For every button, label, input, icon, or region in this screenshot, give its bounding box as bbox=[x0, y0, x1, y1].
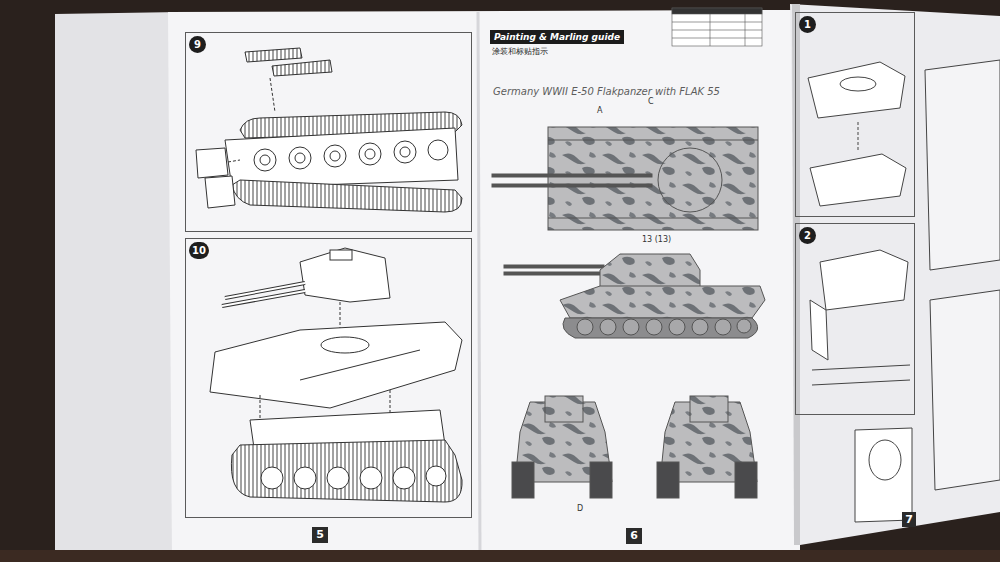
colour-table bbox=[672, 8, 762, 46]
callout-label: 13 (13) bbox=[642, 235, 671, 244]
page-number: 5 bbox=[312, 527, 328, 543]
step-panel: 1 bbox=[795, 12, 915, 217]
step-number: 9 bbox=[189, 36, 206, 53]
step-panel: 2 bbox=[795, 223, 915, 415]
callout-label: A bbox=[597, 106, 602, 115]
page-number-text: 6 bbox=[630, 529, 638, 542]
step-number: 1 bbox=[799, 16, 816, 33]
guide-header: Painting & Marling guide涂装和标贴指示 bbox=[490, 30, 624, 57]
step-number: 2 bbox=[799, 227, 816, 244]
page-number-text: 5 bbox=[316, 528, 324, 541]
model-title: Germany WWII E-50 Flakpanzer with FLAK 5… bbox=[493, 86, 720, 97]
step-panel: 9 bbox=[185, 32, 472, 232]
step-9-drawing bbox=[196, 48, 462, 212]
page-number: 6 bbox=[626, 528, 642, 544]
guide-subtitle: 涂装和标贴指示 bbox=[490, 44, 624, 57]
guide-title: Painting & Marling guide bbox=[490, 30, 624, 44]
page-number-text: 7 bbox=[905, 513, 913, 526]
callout-label: C bbox=[648, 97, 654, 106]
page-7-drawings bbox=[808, 60, 1000, 522]
camouflage-views bbox=[492, 127, 765, 498]
callout-label: D bbox=[577, 504, 583, 513]
page-number: 7 bbox=[902, 512, 916, 527]
step-10-drawing bbox=[210, 248, 462, 502]
step-panel: 10 bbox=[185, 238, 472, 518]
step-number: 10 bbox=[189, 242, 209, 259]
